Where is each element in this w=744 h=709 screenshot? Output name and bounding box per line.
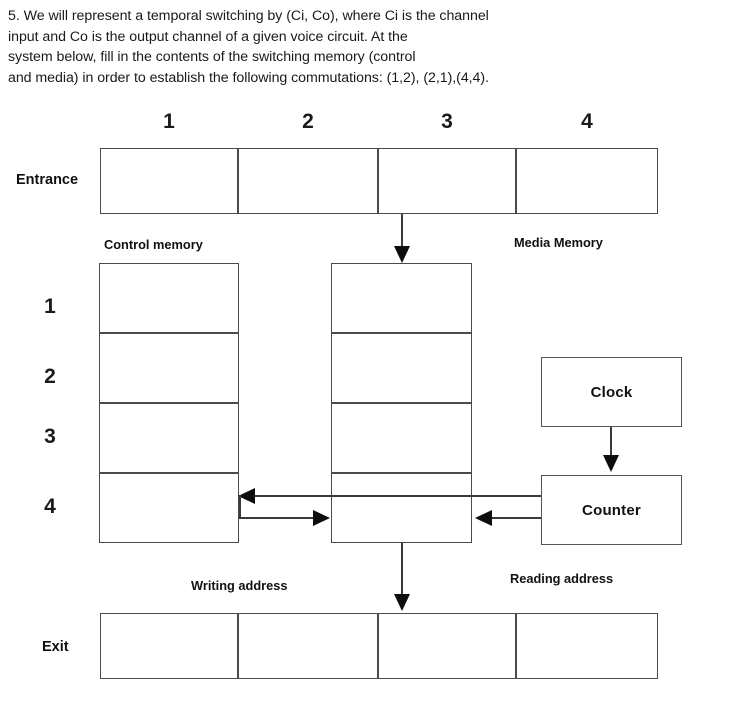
- media-memory-cell-1[interactable]: [331, 263, 472, 333]
- control-to-media-drop-line: [239, 495, 241, 519]
- column-header-1: 1: [163, 110, 175, 133]
- row-header-3: 3: [44, 425, 56, 448]
- row-header-1: 1: [44, 295, 56, 318]
- media-memory-cell-2[interactable]: [331, 333, 472, 403]
- question-line-4: and media) in order to establish the fol…: [8, 69, 489, 86]
- control-memory-cell-2[interactable]: [99, 333, 239, 403]
- media-memory-label: Media Memory: [514, 235, 603, 250]
- exit-cell-4[interactable]: [516, 613, 658, 679]
- control-to-media-line: [239, 517, 314, 519]
- row-header-4: 4: [44, 495, 56, 518]
- question-text: 5. We will represent a temporal switchin…: [8, 6, 628, 88]
- reading-address-label: Reading address: [510, 571, 614, 586]
- media-memory-cell-3[interactable]: [331, 403, 472, 473]
- clock-to-counter-arrow-icon: [603, 455, 619, 472]
- question-line-1: 5. We will represent a temporal switchin…: [8, 8, 489, 24]
- media-to-exit-line: [401, 543, 403, 596]
- counter-to-media-arrow-icon: [475, 510, 492, 526]
- entrance-cell-3[interactable]: [378, 148, 516, 214]
- entrance-cell-4[interactable]: [516, 148, 658, 214]
- media-memory-cell-4[interactable]: [331, 473, 472, 543]
- exit-cell-3[interactable]: [378, 613, 516, 679]
- counter-to-control-line: [255, 495, 541, 497]
- control-to-media-arrow-icon: [313, 510, 330, 526]
- counter-to-control-arrow-icon: [238, 488, 255, 504]
- entrance-to-media-arrow-icon: [394, 246, 410, 263]
- exit-label: Exit: [42, 639, 69, 655]
- entrance-label: Entrance: [16, 172, 79, 188]
- clock-to-counter-line: [610, 427, 612, 457]
- entrance-cell-2[interactable]: [238, 148, 378, 214]
- control-memory-cell-4[interactable]: [99, 473, 239, 543]
- question-line-2: input and Co is the output channel of a …: [8, 28, 408, 45]
- entrance-cell-1[interactable]: [100, 148, 238, 214]
- control-memory-label: Control memory: [104, 237, 203, 252]
- row-header-2: 2: [44, 365, 56, 388]
- exit-cell-2[interactable]: [238, 613, 378, 679]
- control-memory-cell-1[interactable]: [99, 263, 239, 333]
- column-header-4: 4: [581, 110, 593, 133]
- media-to-exit-arrow-icon: [394, 594, 410, 611]
- entrance-to-media-line: [401, 214, 403, 249]
- clock-box[interactable]: Clock: [541, 357, 682, 427]
- question-line-3: system below, fill in the contents of th…: [8, 49, 416, 65]
- column-header-2: 2: [302, 110, 314, 133]
- control-memory-cell-3[interactable]: [99, 403, 239, 473]
- column-header-3: 3: [441, 110, 453, 133]
- writing-address-label: Writing address: [191, 578, 288, 593]
- counter-to-media-line: [492, 517, 541, 519]
- counter-box[interactable]: Counter: [541, 475, 682, 545]
- exit-cell-1[interactable]: [100, 613, 238, 679]
